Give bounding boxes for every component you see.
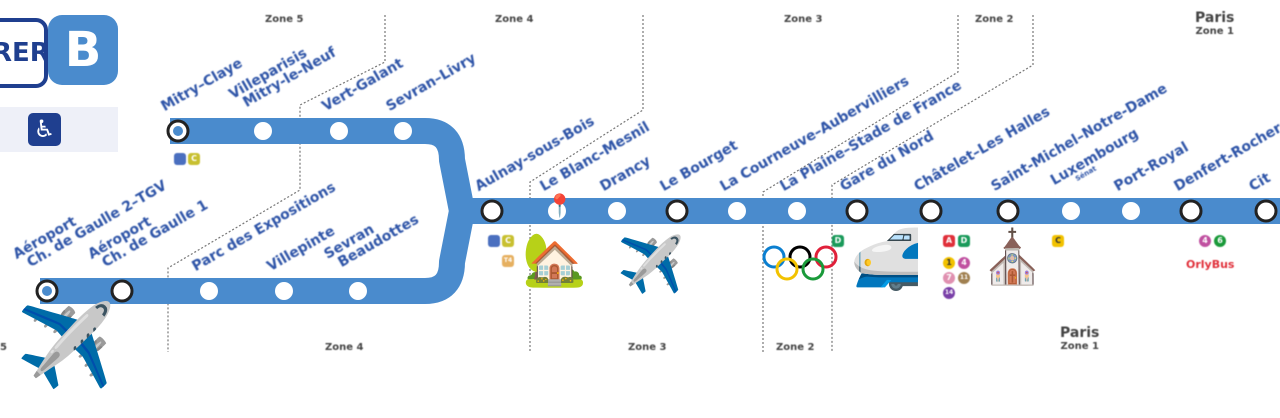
zone-label: Zone 3	[628, 342, 667, 353]
station-marker[interactable]	[608, 202, 626, 220]
station-marker[interactable]	[996, 199, 1020, 223]
connection-badge: D	[832, 235, 844, 247]
rer-logo: RER	[0, 18, 50, 88]
metro-badge: 4	[958, 257, 970, 269]
zone-boundary-4-3	[529, 15, 644, 352]
paris-label: Paris	[1060, 325, 1100, 341]
rer-connection-badge	[174, 153, 186, 165]
station-marker[interactable]	[1254, 199, 1278, 223]
zone-label: Zone 3	[784, 14, 823, 25]
cathedral-icon: ⛪	[980, 228, 1045, 288]
station-marker[interactable]	[665, 199, 689, 223]
paris-zone-bottom: Paris Zone 1	[1060, 325, 1099, 353]
map-pin-icon: 📍	[546, 194, 574, 219]
connection-badge: D	[958, 235, 970, 247]
station-marker[interactable]	[788, 202, 806, 220]
station-marker[interactable]	[275, 282, 293, 300]
orlybus-label: OrlyBus	[1186, 258, 1235, 271]
line-track	[40, 118, 1280, 304]
zone-label: Zone 2	[776, 342, 815, 353]
station-marker[interactable]	[110, 279, 134, 303]
wheelchair-icon: ♿	[28, 113, 61, 146]
metro-badge: 7	[943, 272, 955, 284]
station-marker[interactable]	[349, 282, 367, 300]
metro-badge: 14	[943, 287, 955, 299]
station-marker[interactable]	[200, 282, 218, 300]
connection-badge: C	[502, 235, 514, 247]
station-marker[interactable]	[1179, 199, 1203, 223]
zone-label: Zone 5	[265, 14, 304, 25]
station-marker[interactable]	[845, 199, 869, 223]
connection-badge: A	[943, 235, 955, 247]
paris-zone-top: Paris Zone 1	[1195, 10, 1234, 38]
station-marker[interactable]	[728, 202, 746, 220]
zone-label: Zone 2	[975, 14, 1014, 25]
accessibility-strip: ♿	[0, 107, 118, 152]
zone-boundary-3-2	[762, 15, 959, 352]
zone-boundaries	[167, 15, 1034, 352]
terminus-dot	[173, 126, 183, 136]
zone-label: Zone 4	[325, 342, 364, 353]
station-marker[interactable]	[330, 122, 348, 140]
airplane-icon: ✈️	[16, 299, 116, 392]
high-speed-train-icon: 🚅	[850, 225, 923, 293]
zone-label: Zone 1	[1195, 26, 1234, 37]
zone-boundary-5-4	[167, 15, 386, 352]
metro-badge: 6	[1214, 235, 1226, 247]
station-marker[interactable]	[394, 122, 412, 140]
station-marker[interactable]	[919, 199, 943, 223]
zone-boundary-2-1	[831, 15, 1034, 352]
line-b-logo: B	[48, 15, 118, 85]
station-marker[interactable]	[548, 202, 566, 220]
airplane-icon: ✈️	[617, 233, 685, 296]
terminus-dot	[42, 286, 52, 296]
connection-badge: C	[1052, 235, 1064, 247]
zone-label: 5	[0, 342, 7, 353]
station-marker[interactable]	[254, 122, 272, 140]
station-marker[interactable]	[1122, 202, 1140, 220]
connection-badge: T4	[502, 255, 514, 267]
station-marker[interactable]	[480, 199, 504, 223]
connection-badge: C	[188, 153, 200, 165]
metro-badge: 11	[958, 272, 970, 284]
paris-label: Paris	[1195, 10, 1235, 26]
zone-label: Zone 1	[1060, 341, 1099, 352]
house-icon: 🏡	[522, 230, 587, 290]
olympic-rings-icon	[762, 245, 838, 281]
metro-badge: 4	[1199, 235, 1211, 247]
rer-connection-badge	[488, 235, 500, 247]
metro-badge: 1	[943, 257, 955, 269]
zone-label: Zone 4	[495, 14, 534, 25]
station-marker[interactable]	[1062, 202, 1080, 220]
